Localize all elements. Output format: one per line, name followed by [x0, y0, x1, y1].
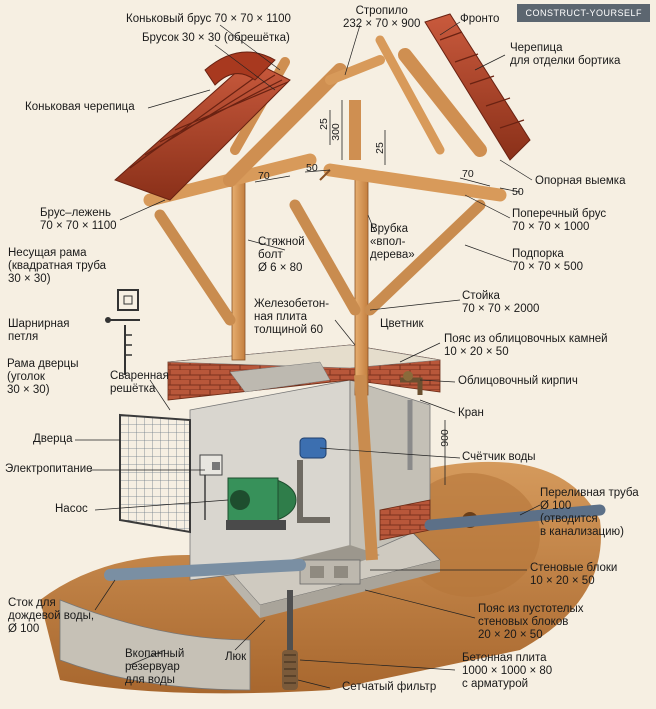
- label-tile-trim: Черепица для отделки бортика: [510, 42, 621, 67]
- frame-detail: [105, 289, 140, 375]
- hollow-blocks-belt: [299, 559, 361, 585]
- label-wall-blocks: Стеновые блоки 10 × 20 × 50: [530, 562, 618, 587]
- power-socket: [199, 454, 223, 520]
- label-tie-bolt: Стяжной болт Ø 6 × 80: [258, 236, 305, 274]
- label-facing-stone-belt: Пояс из облицовочных камней 10 × 20 × 50: [444, 333, 608, 358]
- label-support-notch: Опорная выемка: [535, 175, 626, 187]
- braces: [154, 199, 486, 326]
- label-buried-tank: Вкопанный резервуар для воды: [125, 648, 185, 686]
- dim-25-bottom: 25: [373, 142, 386, 154]
- label-ridge-beam: Коньковый брус 70 × 70 × 1100: [126, 13, 291, 25]
- label-door: Дверца: [33, 433, 73, 445]
- label-mesh-filter: Сетчатый фильтр: [342, 681, 437, 693]
- water-tank: [59, 599, 251, 691]
- pump: [226, 477, 297, 530]
- roof-tiles: [114, 51, 291, 201]
- label-concrete-base: Бетонная плита 1000 × 1000 × 80 с армату…: [462, 652, 553, 690]
- label-hollow-block-belt: Пояс из пустотелых стеновых блоков 20 × …: [478, 603, 584, 641]
- label-hatch: Люк: [225, 651, 247, 663]
- label-cross-beam: Поперечный брус 70 × 70 × 1000: [512, 208, 607, 233]
- label-sill-beam: Брус–лежень 70 × 70 × 1100: [40, 207, 117, 232]
- label-rafter: Стропило 232 × 70 × 900: [343, 5, 421, 30]
- fronton-tiles: [424, 13, 531, 161]
- dim-300: 300: [329, 123, 342, 141]
- label-flowerbed: Цветник: [380, 318, 424, 330]
- label-post: Стойка 70 × 70 × 2000: [462, 290, 540, 315]
- leader-lines: [75, 21, 541, 689]
- label-half-lap: Врубка «впол- дерева»: [370, 223, 415, 261]
- label-power-supply: Электропитание: [5, 463, 93, 475]
- dim-900: 900: [438, 429, 451, 447]
- label-hinge: Шарнирная петля: [8, 318, 70, 343]
- label-concrete-slab: Железобетон- ная плита толщиной 60: [254, 298, 330, 336]
- label-facing-brick: Облицовочный кирпич: [458, 375, 578, 387]
- dimension-lines: [254, 100, 521, 485]
- door: [119, 413, 191, 534]
- label-welded-grid: Сваренная решётка: [110, 370, 169, 395]
- label-fronton: Фронто: [460, 13, 500, 25]
- dim-70-right: 70: [462, 168, 474, 180]
- label-pump: Насос: [55, 503, 88, 515]
- water-meter-part: [299, 437, 327, 459]
- label-door-frame: Рама дверцы (уголок 30 × 30): [7, 358, 79, 396]
- label-tap: Кран: [458, 407, 484, 419]
- label-batten: Брусок 30 × 30 (обрешётка): [142, 32, 290, 44]
- dim-50-right: 50: [512, 186, 524, 198]
- dim-70-left: 70: [258, 170, 270, 182]
- label-ridge-tile: Коньковая черепица: [25, 101, 135, 113]
- dim-25-top: 25: [317, 118, 330, 130]
- label-rain-drain: Сток для дождевой воды, Ø 100: [8, 597, 95, 635]
- label-water-meter: Счётчик воды: [462, 451, 536, 463]
- dim-50-left: 50: [306, 162, 318, 174]
- pipes: [104, 400, 606, 690]
- watermark: CONSTRUCT-YOURSELF: [517, 4, 650, 22]
- label-brace: Подпорка 70 × 70 × 500: [512, 248, 583, 273]
- batten-planks: [375, 35, 445, 155]
- label-overflow-pipe: Переливная труба Ø 100 (отводится в кана…: [540, 487, 639, 538]
- label-bearing-frame: Несущая рама (квадратная труба 30 × 30): [8, 247, 107, 285]
